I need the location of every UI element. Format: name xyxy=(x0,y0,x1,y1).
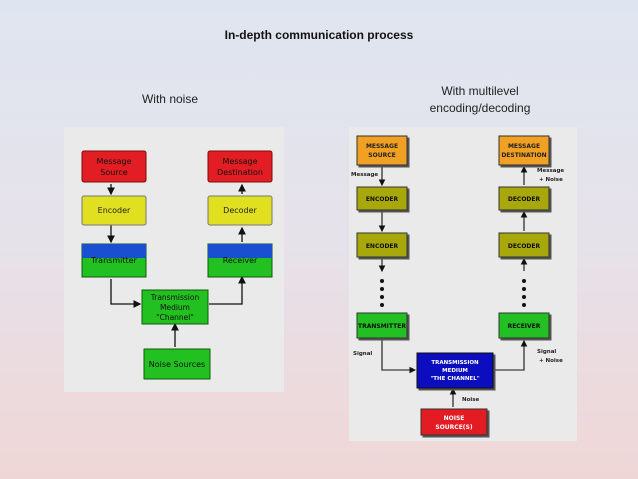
right-decoder-label-2: DECODER xyxy=(508,243,541,250)
left-channel-line2: Medium xyxy=(160,303,190,312)
right-message-source-line2: SOURCE xyxy=(368,152,395,159)
right-receiver-box: RECEIVER xyxy=(498,312,550,339)
left-channel-line1: Transmission xyxy=(150,293,200,302)
left-message-destination-line2: Destination xyxy=(217,168,263,177)
right-noise-source-line1: NOISE xyxy=(444,415,465,422)
right-diagram: MESSAGE SOURCE MESSAGE DESTINATION ENCOD… xyxy=(351,135,564,436)
right-encoder-label-2: ENCODER xyxy=(366,243,399,250)
left-transmitter-label: Transmitter xyxy=(90,256,137,265)
right-transmitter-box: TRANSMITTER xyxy=(356,312,408,339)
right-message-destination-box: MESSAGE DESTINATION xyxy=(498,135,550,166)
right-encoder-box-1: ENCODER xyxy=(356,186,408,211)
right-label-signal-left: Signal xyxy=(353,351,372,357)
right-label-message: Message xyxy=(351,172,378,178)
right-channel-line3: "THE CHANNEL" xyxy=(430,376,479,382)
left-channel-line3: "Channel" xyxy=(156,313,194,322)
left-message-source-line2: Source xyxy=(100,168,128,177)
right-transmitter-label: TRANSMITTER xyxy=(358,323,406,330)
right-label-message-noise-line1: Message xyxy=(537,168,564,174)
right-channel-line2: MEDIUM xyxy=(442,368,468,374)
left-diagram-panel: Message Source Message Destination Encod… xyxy=(64,127,284,392)
right-message-source-line1: MESSAGE xyxy=(366,143,398,150)
left-message-source-box: Message Source xyxy=(81,150,147,183)
left-encoder-box: Encoder xyxy=(81,195,147,226)
right-noise-source-box: NOISE SOURCE(S) xyxy=(420,408,488,436)
right-label-noise: Noise xyxy=(462,397,480,403)
right-label-message-noise-line2: + Noise xyxy=(539,177,563,183)
right-noise-source-line2: SOURCE(S) xyxy=(435,424,472,431)
right-diagram-panel: MESSAGE SOURCE MESSAGE DESTINATION ENCOD… xyxy=(349,127,577,441)
right-channel-box: TRANSMISSION MEDIUM "THE CHANNEL" xyxy=(416,352,494,389)
left-channel-box: Transmission Medium "Channel" xyxy=(141,289,209,325)
left-noise-sources-label: Noise Sources xyxy=(149,360,205,369)
right-message-destination-line1: MESSAGE xyxy=(508,143,540,150)
right-label-signal-right-line2: + Noise xyxy=(539,358,563,364)
left-decoder-box: Decoder xyxy=(207,195,273,226)
right-message-source-box: MESSAGE SOURCE xyxy=(356,135,408,166)
left-noise-sources-box: Noise Sources xyxy=(143,348,211,380)
right-label-signal-right-line1: Signal xyxy=(537,349,556,355)
left-diagram: Message Source Message Destination Encod… xyxy=(81,150,273,380)
left-message-destination-line1: Message xyxy=(222,157,257,166)
left-receiver-label: Receiver xyxy=(223,256,258,265)
left-transmitter-box: Transmitter xyxy=(81,243,147,278)
right-caption: With multilevel encoding/decoding xyxy=(390,83,570,117)
right-decoder-box-2: DECODER xyxy=(498,232,550,258)
left-receiver-box: Receiver xyxy=(207,243,273,278)
slide-title: In-depth communication process xyxy=(224,28,414,42)
right-caption-line1: With multilevel xyxy=(441,84,519,98)
left-encoder-label: Encoder xyxy=(98,206,131,215)
right-encoder-box-2: ENCODER xyxy=(356,232,408,258)
left-decoder-label: Decoder xyxy=(223,206,257,215)
left-message-destination-box: Message Destination xyxy=(207,150,273,183)
right-message-destination-line2: DESTINATION xyxy=(501,152,546,159)
right-receiver-label: RECEIVER xyxy=(508,323,541,330)
right-encoder-label-1: ENCODER xyxy=(366,196,399,203)
left-message-source-line1: Message xyxy=(96,157,131,166)
right-caption-line2: encoding/decoding xyxy=(429,101,531,115)
right-decoder-box-1: DECODER xyxy=(498,186,550,211)
right-channel-line1: TRANSMISSION xyxy=(431,360,479,366)
left-caption: With noise xyxy=(141,92,199,106)
right-decoder-label-1: DECODER xyxy=(508,196,541,203)
